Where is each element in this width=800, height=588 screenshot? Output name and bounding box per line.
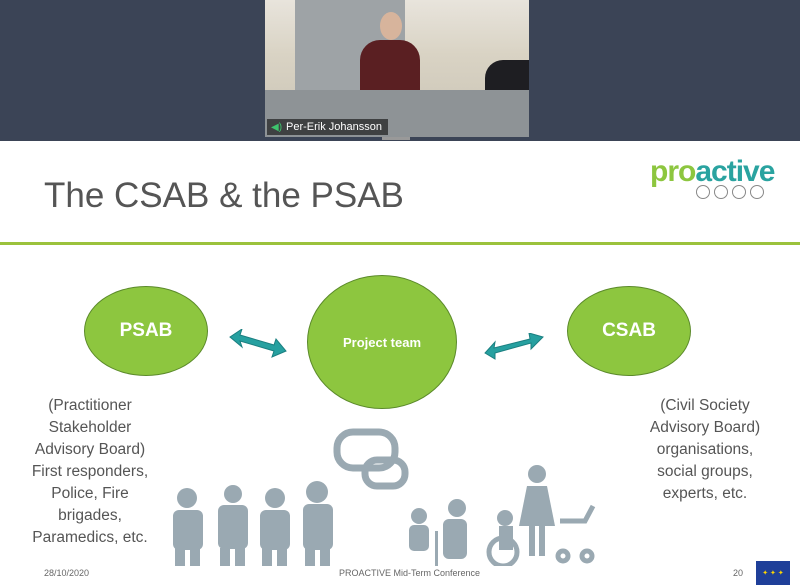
double-arrow-right	[484, 333, 544, 360]
csab-label: CSAB	[602, 320, 656, 341]
participant-name: Per-Erik Johansson	[286, 121, 383, 133]
csab-circle: CSAB	[567, 286, 691, 376]
desc-line: Stakeholder	[48, 419, 132, 436]
desc-line: (Practitioner	[48, 397, 132, 414]
footer-date: 28/10/2020	[44, 568, 90, 578]
stroller-icon	[555, 504, 596, 564]
title-divider	[0, 242, 800, 245]
desc-line: brigades,	[58, 507, 122, 524]
csab-description: (Civil Society Advisory Board) organisat…	[630, 395, 780, 505]
psab-description: (Practitioner Stakeholder Advisory Board…	[20, 395, 160, 549]
desc-line: Advisory Board)	[649, 419, 761, 436]
desc-line: Paramedics, etc.	[32, 529, 148, 546]
desc-line: (Civil Society	[660, 397, 750, 414]
desc-line: Police, Fire	[51, 485, 129, 502]
woman-icon	[519, 465, 555, 556]
footer-conference: PROACTIVE Mid-Term Conference	[339, 568, 481, 578]
presentation-slide: The CSAB & the PSAB proactive PSAB Proje…	[0, 141, 800, 588]
project-team-circle: Project team	[307, 275, 457, 409]
eu-flag-icon: ✦ ✦ ✦	[756, 561, 790, 585]
desc-line: First responders,	[31, 463, 149, 480]
psab-circle: PSAB	[84, 286, 208, 376]
slide-title: The CSAB & the PSAB	[44, 176, 404, 215]
scrollbar[interactable]	[382, 137, 410, 140]
desc-line: Advisory Board)	[34, 441, 146, 458]
proactive-logo: proactive	[650, 155, 775, 188]
speaker-icon: ◀)	[271, 121, 283, 133]
psab-label: PSAB	[119, 320, 173, 341]
speech-bubbles-icon	[333, 428, 409, 490]
people-illustration	[173, 428, 596, 566]
participant-nameplate: ◀) Per-Erik Johansson	[267, 119, 389, 135]
desc-line: organisations,	[656, 441, 754, 458]
police-icon	[218, 485, 248, 566]
logo-icons	[696, 185, 764, 199]
project-team-label: Project team	[342, 334, 422, 350]
video-tile[interactable]: ◀) Per-Erik Johansson	[265, 0, 529, 137]
page-number: 20	[733, 568, 744, 578]
desc-line: experts, etc.	[662, 485, 748, 502]
paramedic-icon	[260, 488, 290, 566]
child-icon	[409, 508, 429, 551]
hazmat-icon	[303, 481, 333, 566]
elderly-icon	[435, 499, 467, 566]
wheelchair-icon	[486, 510, 520, 566]
desc-line: social groups,	[657, 463, 753, 480]
video-person-head	[380, 12, 402, 40]
double-arrow-left	[229, 329, 287, 358]
firefighter-icon	[173, 488, 203, 566]
video-person	[360, 40, 420, 95]
